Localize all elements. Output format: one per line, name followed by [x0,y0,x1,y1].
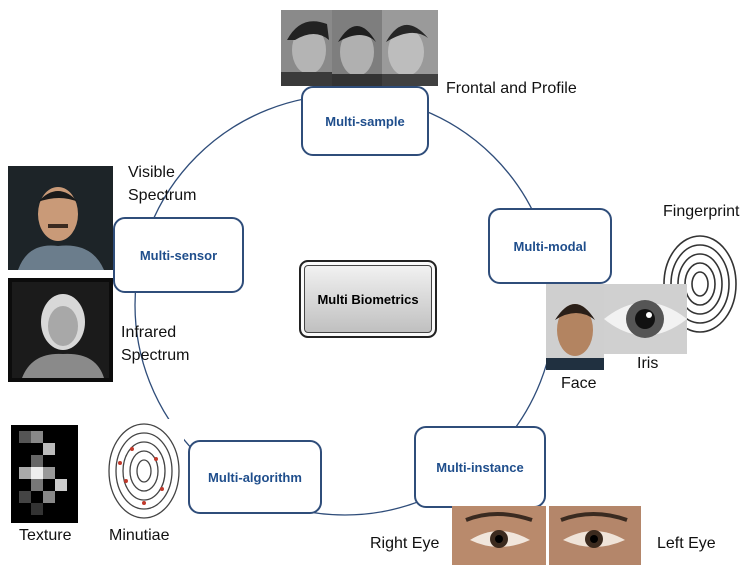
caption-fingerprint: Fingerprint [663,203,740,220]
face-modal-photo [546,284,604,370]
caption-visible-2: Spectrum [128,187,197,204]
node-multi-instance: Multi-instance [414,426,546,508]
node-multi-algorithm: Multi-algorithm [188,440,322,514]
caption-right-eye: Right Eye [370,535,440,552]
left-eye-image [549,506,641,565]
caption-visible-1: Visible [128,164,175,181]
node-multi-sensor: Multi-sensor [113,217,244,293]
face-photo-profile [281,10,332,86]
right-eye-image [452,506,546,565]
caption-left-eye: Left Eye [657,535,716,552]
face-photo-three-quarter [382,10,438,86]
caption-frontal-profile: Frontal and Profile [446,80,577,97]
node-multi-instance-label: Multi-instance [436,459,524,475]
iris-image [604,284,687,354]
center-label: Multi Biometrics [317,291,419,307]
face-photo-frontal [332,10,382,86]
caption-face: Face [561,375,597,392]
node-multi-algorithm-label: Multi-algorithm [208,469,302,485]
caption-minutiae: Minutiae [109,527,170,544]
center-node: Multi Biometrics [299,260,437,338]
minutiae-image [104,419,184,522]
node-multi-modal-label: Multi-modal [513,238,587,254]
caption-infrared-1: Infrared [121,324,177,341]
texture-image [11,425,78,523]
visible-spectrum-photo [8,166,113,270]
node-multi-sample: Multi-sample [301,86,429,156]
node-multi-sample-label: Multi-sample [325,113,405,129]
caption-texture: Texture [19,527,72,544]
caption-infrared-2: Spectrum [121,347,190,364]
caption-iris: Iris [637,355,659,372]
infrared-spectrum-photo [8,278,113,382]
node-multi-sensor-label: Multi-sensor [139,247,218,263]
node-multi-modal: Multi-modal [488,208,612,284]
